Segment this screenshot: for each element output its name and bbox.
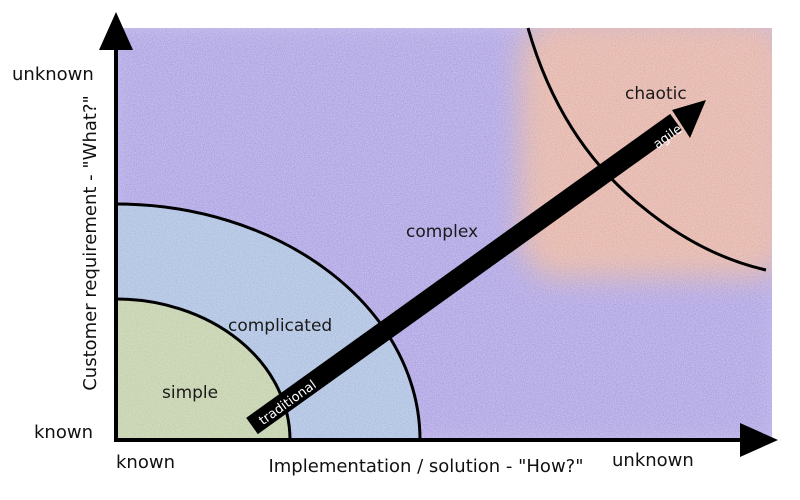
chaotic-boundary-curve — [526, 27, 767, 272]
y-axis-title: Customer requirement - "What?" — [80, 95, 101, 391]
y-axis-arrowhead — [99, 12, 133, 50]
y-axis-bottom-label: known — [34, 422, 93, 443]
y-axis-top-label: unknown — [12, 64, 94, 85]
chaotic-region-label: chaotic — [625, 84, 687, 104]
region-fills — [116, 28, 772, 440]
x-axis-arrowhead — [740, 423, 778, 457]
complex-region-label: complex — [406, 222, 478, 242]
complicated-region-label: complicated — [228, 316, 332, 336]
x-axis-right-label: unknown — [612, 450, 694, 471]
x-axis-title: Implementation / solution - "How?" — [268, 456, 583, 477]
complicated-boundary-curve — [115, 202, 422, 441]
simple-region-label: simple — [162, 383, 218, 403]
x-axis-left-label: known — [116, 452, 175, 473]
